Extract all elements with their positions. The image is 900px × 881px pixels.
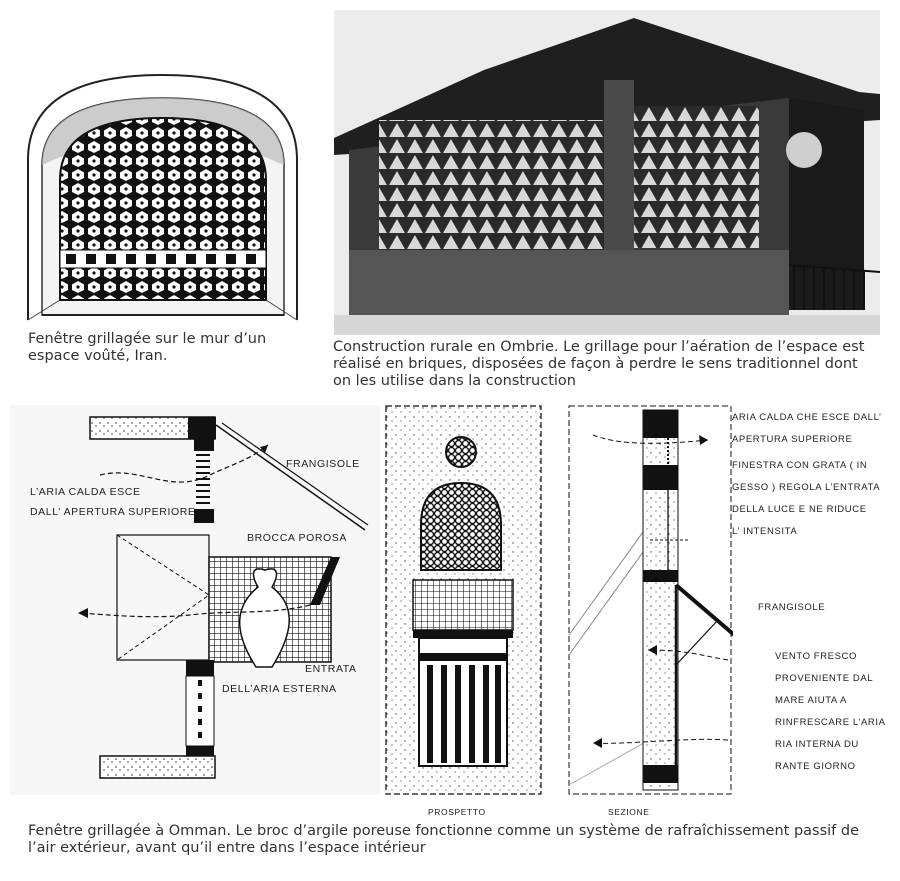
- note-vento-line-2: PROVENIENTE DAL: [775, 673, 874, 684]
- label-entrata: ENTRATA: [305, 663, 357, 675]
- label-sezione: SEZIONE: [608, 807, 650, 817]
- note-finestra-line-1: FINESTRA CON GRATA ( IN: [732, 460, 868, 471]
- note-frangisole: FRANGISOLE: [758, 602, 826, 613]
- note-vento-line-1: VENTO FRESCO: [775, 651, 857, 662]
- note-aria-calda: ARIA CALDA CHE ESCE DALL’ APERTURA SUPER…: [732, 407, 882, 451]
- note-vento-line-6: RANTE GIORNO: [775, 761, 856, 772]
- caption-iran: Fenêtre grillagée sur le mur d’un espace…: [28, 331, 267, 364]
- section-drawing-jug: [10, 405, 380, 795]
- label-prospetto: PROSPETTO: [428, 807, 486, 817]
- label-aria-calda-1: L’ARIA CALDA ESCE: [30, 486, 141, 498]
- note-finestra-line-3: DELLA LUCE E NE RIDUCE: [732, 504, 867, 515]
- note-finestra: FINESTRA CON GRATA ( IN GESSO ) REGOLA L…: [732, 455, 880, 543]
- caption-ombrie: Construction rurale en Ombrie. Le grilla…: [333, 339, 865, 389]
- note-finestra-line-4: L’ INTENSITA: [732, 526, 798, 537]
- label-frangisole: FRANGISOLE: [286, 458, 360, 470]
- note-vento-line-5: RIA INTERNA DU: [775, 739, 859, 750]
- elevation-prospetto: [385, 405, 543, 797]
- note-vento: VENTO FRESCO PROVENIENTE DAL MARE AIUTA …: [775, 646, 886, 778]
- label-brocca-porosa: BROCCA POROSA: [247, 532, 347, 544]
- section-sezione: [568, 405, 733, 797]
- note-aria-line-2: APERTURA SUPERIORE: [732, 434, 853, 445]
- ombrie-photo: [334, 10, 880, 335]
- note-finestra-line-2: GESSO ) REGOLA L’ENTRATA: [732, 482, 881, 493]
- note-vento-line-4: RINFRESCARE L’ARIA: [775, 717, 886, 728]
- caption-omman: Fenêtre grillagée à Omman. Le broc d’arg…: [28, 823, 860, 856]
- note-aria-line-1: ARIA CALDA CHE ESCE DALL’: [732, 412, 882, 423]
- iran-window-sketch: [22, 70, 307, 325]
- note-vento-line-3: MARE AIUTA A: [775, 695, 847, 706]
- label-entrata-aria: DELL’ARIA ESTERNA: [222, 683, 337, 695]
- label-aria-calda-2: DALL’ APERTURA SUPERIORE: [30, 506, 196, 518]
